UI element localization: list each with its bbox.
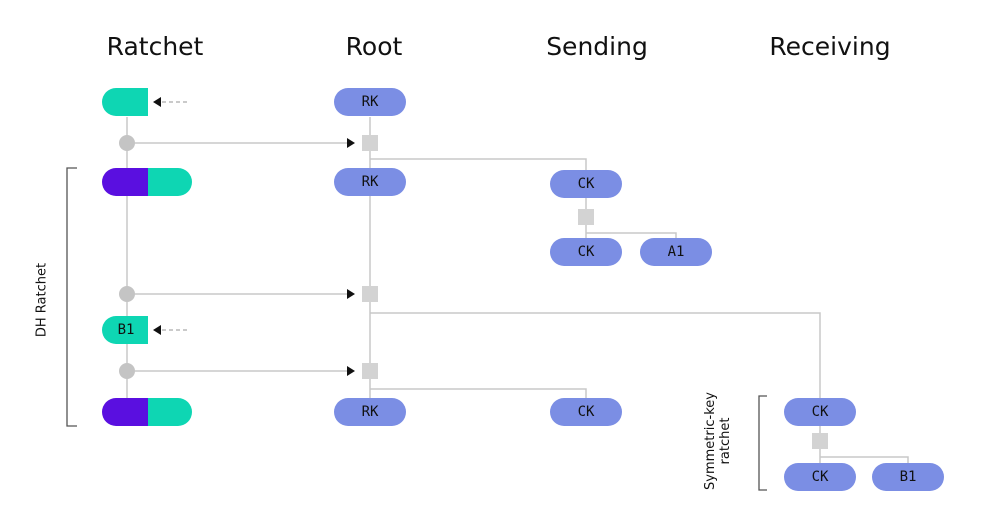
ratchet-key-b1 (102, 316, 148, 344)
chain-key-label: CK (812, 469, 829, 485)
dh-ratchet-label: DH Ratchet (34, 262, 50, 338)
column-title-root: Root (345, 32, 403, 61)
kdf-box (578, 209, 594, 225)
ratchet-key-b1-label: B1 (118, 322, 135, 338)
dh-node-2 (119, 286, 135, 302)
chain-key-label: CK (578, 176, 595, 192)
root-key-label: RK (362, 174, 379, 190)
root-key-label: RK (362, 94, 379, 110)
kdf-box (362, 286, 378, 302)
root-key-pill (334, 88, 406, 116)
chain-key-pill (550, 238, 622, 266)
arrowhead-left-icon (153, 325, 161, 335)
dh-ratchet-bracket (66, 167, 77, 427)
message-key-pill-a1 (640, 238, 712, 266)
symmetric-label-line-2: ratchet (718, 417, 733, 465)
chain-key-pill (784, 463, 856, 491)
kdf-box (812, 433, 828, 449)
brackets (66, 167, 767, 491)
message-key-a1-label: A1 (668, 244, 685, 260)
column-title-sending: Sending (546, 32, 648, 61)
root-key-pill (334, 168, 406, 196)
root-key-label: RK (362, 404, 379, 420)
root-to-receiving-line (370, 312, 821, 412)
kdf-box (362, 135, 378, 151)
symmetric-key-bracket (758, 395, 767, 491)
arrowhead-right-icon (347, 366, 355, 376)
kdf-box (362, 363, 378, 379)
column-title-receiving: Receiving (769, 32, 891, 61)
column-title-ratchet: Ratchet (106, 32, 204, 61)
ratchet-keypair-2 (102, 398, 192, 426)
symmetric-label-line-1: Symmetric-key (703, 392, 718, 490)
chain-key-pill (550, 398, 622, 426)
chain-key-label: CK (812, 404, 829, 420)
arrowhead-left-icon (153, 97, 161, 107)
ratchet-column: B1 (102, 88, 192, 426)
chain-key-label: CK (578, 244, 595, 260)
message-key-b1-label: B1 (900, 469, 917, 485)
receiving-column: CK CK B1 (784, 398, 944, 491)
root-column: RK RK RK (334, 88, 406, 426)
symmetric-key-ratchet-label: Symmetric-key ratchet (703, 392, 733, 490)
arrowhead-right-icon (347, 138, 355, 148)
root-key-pill (334, 398, 406, 426)
dh-node-1 (119, 135, 135, 151)
arrowhead-right-icon (347, 289, 355, 299)
chain-key-pill (784, 398, 856, 426)
dh-node-3 (119, 363, 135, 379)
ratchet-keypair-1 (102, 168, 192, 196)
dashed-input-arrows (162, 101, 190, 331)
message-key-pill-b1 (872, 463, 944, 491)
sending-column: CK CK A1 CK (550, 170, 712, 426)
ratchet-key-top (102, 88, 148, 116)
chain-key-pill (550, 170, 622, 198)
chain-key-label: CK (578, 404, 595, 420)
